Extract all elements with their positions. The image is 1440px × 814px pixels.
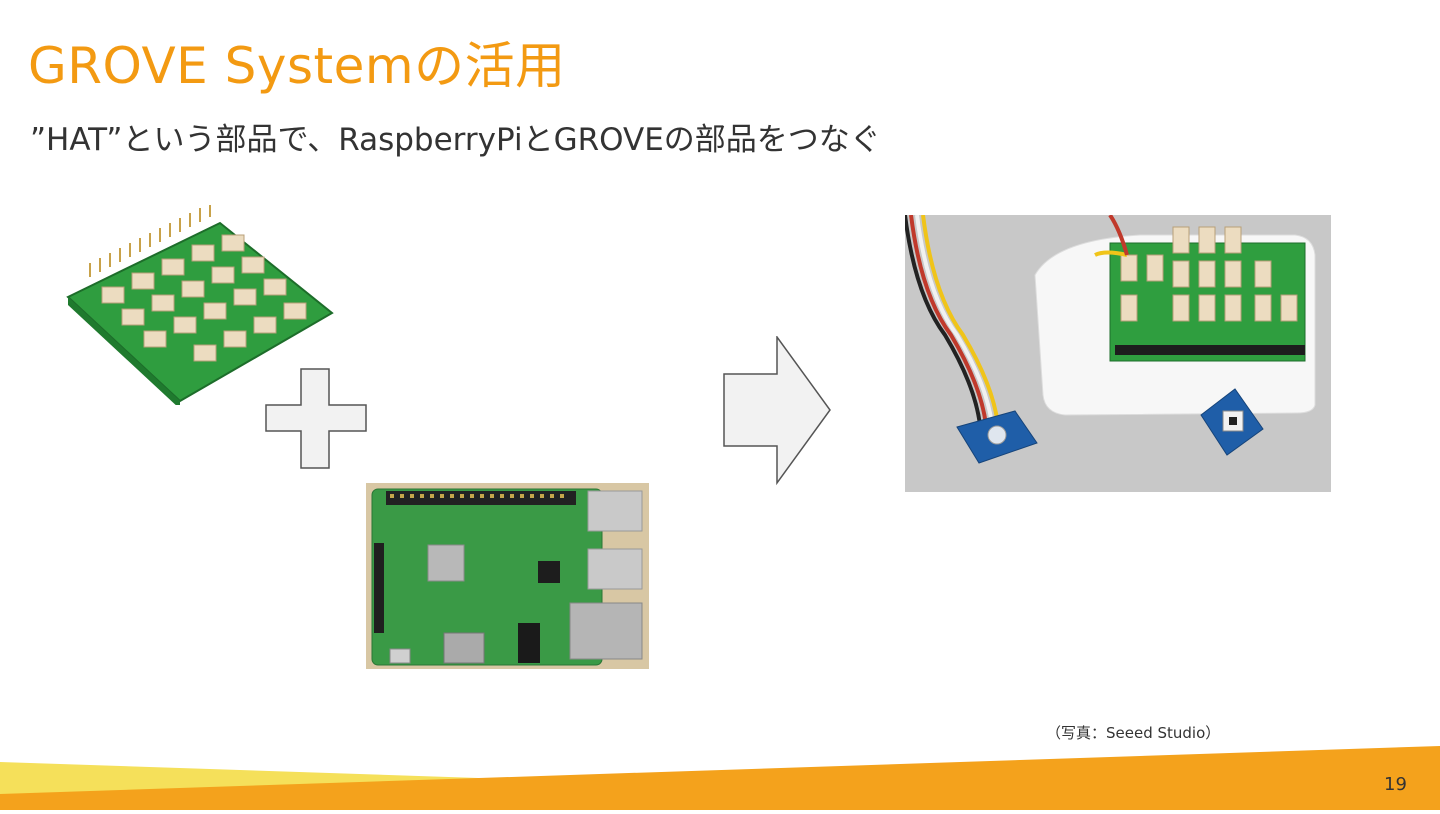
assembled-grove-raspberrypi-photo bbox=[905, 215, 1331, 492]
plus-icon bbox=[264, 368, 368, 474]
photo-credit-caption: （写真：Seeed Studio） bbox=[1046, 724, 1221, 742]
page-number: 19 bbox=[1384, 774, 1407, 795]
raspberry-pi-board-photo bbox=[366, 483, 649, 669]
grove-base-hat-photo bbox=[60, 205, 340, 405]
slide-subtitle: ”HAT”という部品で、RaspberryPiとGROVEの部品をつなぐ bbox=[30, 122, 881, 158]
bottom-decorative-band bbox=[0, 740, 1440, 810]
arrow-right-icon bbox=[723, 334, 833, 490]
slide-title: GROVE Systemの活用 bbox=[28, 37, 566, 95]
